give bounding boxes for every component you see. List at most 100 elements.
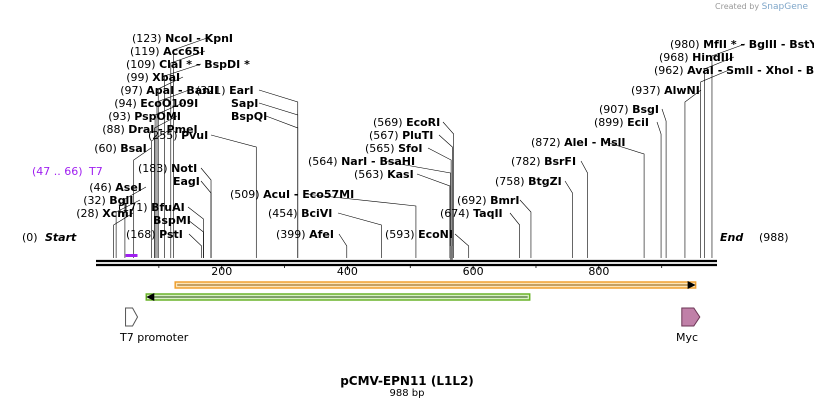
- restriction-site-label[interactable]: (980) MfII * - BglII - BstYI: [670, 38, 814, 51]
- restriction-site-label[interactable]: (94) EcoO109I: [114, 97, 198, 110]
- restriction-site-label[interactable]: (567) PluTI: [369, 129, 433, 142]
- plasmid-length: 988 bp: [389, 388, 425, 399]
- site-leader-line: [154, 102, 184, 258]
- restriction-site-label[interactable]: (674) TaqII: [440, 207, 503, 220]
- restriction-site-label[interactable]: (692) BmrI: [457, 194, 519, 207]
- restriction-site-label[interactable]: (119) Acc65I: [130, 45, 204, 58]
- restriction-site-label[interactable]: (46) AseI: [89, 181, 142, 194]
- site-leader-line: [124, 186, 147, 258]
- site-leader-line: [113, 212, 134, 258]
- restriction-site-label[interactable]: (569) EcoRI: [373, 116, 440, 129]
- restriction-site-label[interactable]: (28) XcmI: [76, 207, 133, 220]
- restriction-site-label[interactable]: (255) PvuI: [148, 129, 208, 142]
- t7-range: (47 .. 66): [32, 165, 83, 178]
- site-leader-line: [200, 180, 212, 258]
- restriction-site-label[interactable]: (93) PspOMI: [108, 110, 181, 123]
- start-label: Start: [45, 231, 77, 244]
- orf-reverse-arrowhead: [146, 293, 155, 301]
- tick-label: 200: [211, 265, 232, 278]
- restriction-site-label[interactable]: (937) AlwNI: [631, 84, 700, 97]
- site-leader-line: [151, 128, 172, 258]
- site-leader-line: [170, 50, 206, 258]
- site-leader-line: [157, 76, 184, 258]
- site-leader-line: [164, 63, 202, 258]
- site-leader-line: [711, 43, 746, 258]
- site-leader-line: [337, 212, 382, 258]
- site-leader-lines: [113, 37, 746, 258]
- site-leader-line: [509, 212, 520, 258]
- site-leader-line: [661, 108, 667, 258]
- restriction-site-label[interactable]: (564) NarI - BsaHI: [308, 155, 415, 168]
- credit-text: Created by SnapGene: [715, 2, 808, 12]
- restriction-site-label[interactable]: (399) AfeI: [276, 228, 334, 241]
- site-leader-line: [438, 134, 453, 258]
- site-leader-line: [416, 173, 451, 258]
- restriction-site-label[interactable]: (60) BsaI: [94, 142, 147, 155]
- site-leader-line: [133, 147, 152, 258]
- orf-arrows: [145, 281, 697, 301]
- site-leader-line: [700, 69, 730, 258]
- site-leader-line: [454, 233, 470, 258]
- restriction-site-label[interactable]: (782) BsrFI: [511, 155, 576, 168]
- end-label: End: [720, 231, 743, 244]
- orf-forward-arrowhead: [687, 281, 696, 289]
- myc-label[interactable]: Myc: [676, 331, 698, 344]
- site-leader-line: [304, 193, 417, 258]
- restriction-site-label[interactable]: (872) AleI - MslI: [531, 136, 626, 149]
- plasmid-name: pCMV-EPN11 (L1L2): [340, 374, 474, 388]
- restriction-site-label[interactable]: (168) PstI: [126, 228, 183, 241]
- tick-label: 800: [588, 265, 609, 278]
- restriction-site-label[interactable]: (171) BfuAI: [118, 201, 185, 214]
- site-leader-line: [188, 233, 202, 258]
- site-leader-line: [173, 37, 208, 258]
- restriction-site-label[interactable]: (565) SfoI: [365, 142, 422, 155]
- restriction-site-label[interactable]: (593) EcoNI: [385, 228, 453, 241]
- site-leader-line: [442, 121, 454, 258]
- site-leader-line: [200, 167, 212, 258]
- restriction-site-label[interactable]: (962) AvaI - SmlI - XhoI - BsoBI - PaeR7…: [654, 64, 814, 77]
- site-leader-line: [382, 160, 451, 258]
- site-leader-line: [564, 180, 573, 258]
- site-leader-line: [605, 141, 645, 258]
- t7-label[interactable]: T7: [88, 165, 103, 178]
- t7-promoter-label[interactable]: T7 promoter: [119, 331, 189, 344]
- restriction-site-label[interactable]: (109) ClaI * - BspDI *: [126, 58, 250, 71]
- restriction-site-label[interactable]: (183) NotI: [138, 162, 197, 175]
- feature-arrows: [125, 307, 701, 327]
- site-leader-line: [154, 115, 178, 258]
- t7-promoter-arrow[interactable]: [125, 307, 139, 327]
- site-leader-line: [656, 121, 662, 258]
- myc-arrow[interactable]: [681, 307, 701, 327]
- restriction-site-label[interactable]: (321) EarI: [196, 84, 254, 97]
- restriction-site-label[interactable]: (563) KasI: [354, 168, 414, 181]
- restriction-site-label[interactable]: (968) HindIII: [659, 51, 733, 64]
- restriction-site-label[interactable]: (99) XbaI: [126, 71, 180, 84]
- restriction-site-label[interactable]: (899) EciI: [594, 116, 649, 129]
- site-leader-line: [338, 233, 348, 258]
- site-leader-line: [684, 89, 702, 258]
- restriction-site-label[interactable]: (32) BglI: [83, 194, 133, 207]
- site-leader-line: [427, 147, 452, 258]
- restriction-site-label[interactable]: (907) BsgI: [599, 103, 659, 116]
- restriction-site-label[interactable]: (509) AcuI - Eco57MI: [230, 188, 354, 201]
- t7-feature-bar[interactable]: [125, 254, 138, 257]
- snapgene-logo-text[interactable]: SnapGene: [761, 2, 808, 12]
- site-leader-line: [265, 115, 299, 258]
- restriction-site-label[interactable]: (123) NcoI - KpnI: [132, 32, 233, 45]
- restriction-site-label[interactable]: (454) BciVI: [268, 207, 332, 220]
- end-position: (988): [759, 231, 789, 244]
- restriction-site-label[interactable]: BspQI: [231, 110, 267, 123]
- restriction-site-label[interactable]: BspMI: [153, 214, 191, 227]
- credit-prefix: Created by: [715, 2, 760, 11]
- restriction-site-label[interactable]: (758) BtgZI: [495, 175, 562, 188]
- site-leader-line: [704, 56, 735, 258]
- plasmid-footer: pCMV-EPN11 (L1L2) 988 bp: [0, 374, 814, 399]
- tick-label: 600: [463, 265, 484, 278]
- restriction-site-label[interactable]: (97) ApaI - BanII: [120, 84, 218, 97]
- restriction-site-label[interactable]: EagI: [173, 175, 200, 188]
- restriction-site-label[interactable]: (88) DraI - PmeI: [102, 123, 197, 136]
- restriction-site-label[interactable]: SapI: [231, 97, 258, 110]
- site-leader-line: [115, 199, 141, 258]
